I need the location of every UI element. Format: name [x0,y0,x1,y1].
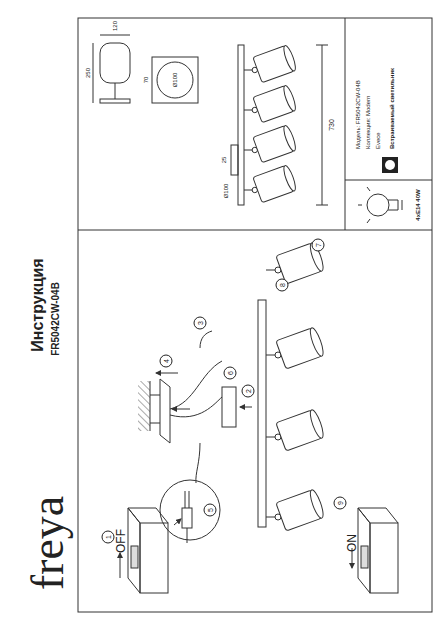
callout-number: 1 [102,531,115,544]
switch-label: ON [346,534,358,552]
sheet-title: Инструкция [30,258,46,351]
spec-text: 4xE14 40W [415,189,421,220]
callout-number: 5 [204,504,217,517]
model-code: FR5042CW-04B [51,282,61,356]
spec-text: Коллекция: Modern [365,96,371,149]
callout-number: 9 [334,497,347,510]
callout-number: 6 [224,367,237,380]
brand-name: freya [25,496,71,590]
spec-text: Встраиваемый светильник [389,68,395,149]
callout-number: 7 [312,239,325,252]
callout-number: 8 [276,279,289,292]
switch-label: OFF [115,529,127,553]
callout-number: 2 [242,385,255,398]
dimension: Ø100 [172,73,178,88]
spec-text: Модель: FR5042CW-04B [355,80,361,149]
spec-text: Evece [375,132,381,149]
dimension: Ø100 [223,184,229,199]
dimension: 250 [85,68,91,78]
dimension: 70 [143,77,149,84]
dimension: 120 [112,21,118,31]
dimension: 25 [221,157,227,164]
dimension: 730 [328,119,335,131]
callout-number: 4 [160,355,173,368]
callout-number: 3 [194,317,207,330]
